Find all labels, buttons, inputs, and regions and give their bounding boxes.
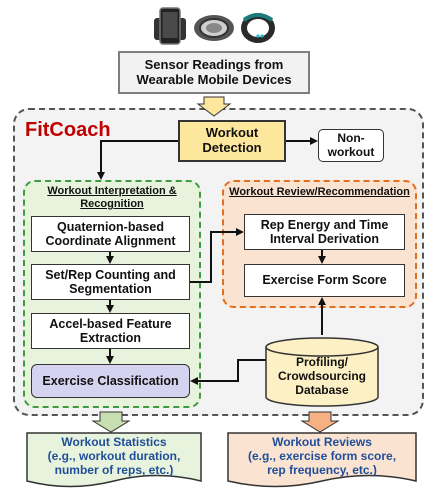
database-cylinder bbox=[265, 337, 379, 407]
exercise-classification-box: Exercise Classification bbox=[31, 364, 190, 398]
quaternion-alignment-box: Quaternion-based Coordinate Alignment bbox=[31, 216, 190, 252]
workout-reviews-shape bbox=[227, 432, 417, 488]
reviews-block-arrow bbox=[300, 411, 340, 433]
input-block-arrow bbox=[196, 96, 232, 117]
non-workout-box: Non- workout bbox=[318, 129, 384, 162]
workout-detection-box: Workout Detection bbox=[178, 120, 286, 162]
feature-extraction-box: Accel-based Feature Extraction bbox=[31, 313, 190, 349]
fitcoach-title: FitCoach bbox=[25, 119, 111, 141]
fitness-band-icon bbox=[241, 13, 275, 43]
arrow-detection-to-interpretation bbox=[97, 140, 178, 180]
device-icons bbox=[150, 6, 280, 48]
statistics-block-arrow bbox=[91, 411, 131, 433]
set-rep-counting-box: Set/Rep Counting and Segmentation bbox=[31, 264, 190, 300]
arrow-database-to-classification bbox=[190, 359, 266, 385]
exercise-form-score-box: Exercise Form Score bbox=[244, 264, 405, 297]
workout-statistics-text: Workout Statistics (e.g., workout durati… bbox=[47, 435, 181, 477]
interpretation-panel-title: Workout Interpretation & Recognition bbox=[47, 185, 177, 210]
arrow-setrep-to-repenergy bbox=[190, 228, 244, 283]
review-panel-title: Workout Review/Recommendation bbox=[229, 185, 410, 198]
smartwatch-icon bbox=[194, 15, 234, 41]
workout-statistics-shape bbox=[26, 432, 202, 488]
workout-reviews-text: Workout Reviews (e.g., exercise form sco… bbox=[247, 435, 397, 477]
sensor-readings-box: Sensor Readings from Wearable Mobile Dev… bbox=[118, 51, 310, 94]
database-label: Profiling/ Crowdsourcing Database bbox=[277, 355, 366, 397]
rep-energy-box: Rep Energy and Time Interval Derivation bbox=[244, 214, 405, 250]
armband-phone-icon bbox=[154, 7, 186, 45]
